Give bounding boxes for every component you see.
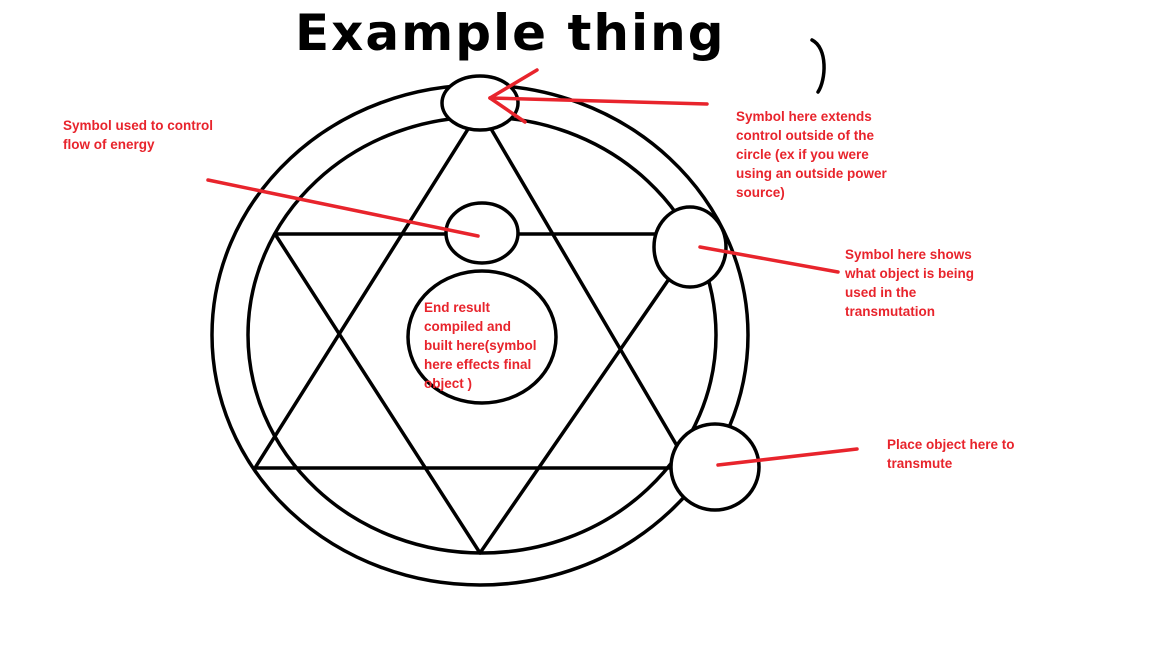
top-arrowhead-lower [488,96,527,124]
annotation-line: control outside of the [736,128,874,143]
annotation-line: Symbol here extends [736,109,872,124]
control-pointer-line [206,178,480,238]
annotation-line: circle (ex if you were [736,147,869,162]
annotation-line: here effects final [424,357,532,372]
material-symbol-annotation: Symbol here shows what object is being u… [845,245,974,321]
title-hook-stroke [810,38,826,94]
annotation-line: source) [736,185,785,200]
annotation-line: Symbol here shows [845,247,972,262]
annotation-line: Place object here to [887,437,1015,452]
placement-symbol-circle [669,422,761,512]
annotation-line: using an outside power [736,166,887,181]
material-pointer-line [698,245,840,274]
top-symbol-annotation: Symbol here extends control outside of t… [736,107,887,202]
material-symbol-circle [652,205,728,289]
placement-pointer-line [716,447,859,467]
annotation-line: compiled and [424,319,512,334]
annotation-line: flow of energy [63,137,155,152]
center-result-circle [406,269,558,405]
placement-annotation: Place object here to transmute [887,435,1015,473]
control-symbol-annotation: Symbol used to control flow of energy [63,116,213,154]
top-symbol-circle [440,74,520,132]
annotation-line: used in the [845,285,917,300]
diagram-title: Example thing [295,4,726,62]
upward-triangle [253,108,692,470]
annotation-line: Symbol used to control [63,118,214,133]
annotation-line: object ) [424,376,473,391]
annotation-line: End result [424,300,491,315]
annotation-line: transmutation [845,304,936,319]
center-result-annotation: End result compiled and built here(symbo… [424,298,537,393]
top-pointer-line [488,96,709,106]
top-arrowhead-upper [488,68,539,100]
annotation-line: what object is being [845,266,975,281]
annotation-line: built here(symbol [424,338,537,353]
control-symbol-circle [444,201,520,265]
annotation-line: transmute [887,456,953,471]
